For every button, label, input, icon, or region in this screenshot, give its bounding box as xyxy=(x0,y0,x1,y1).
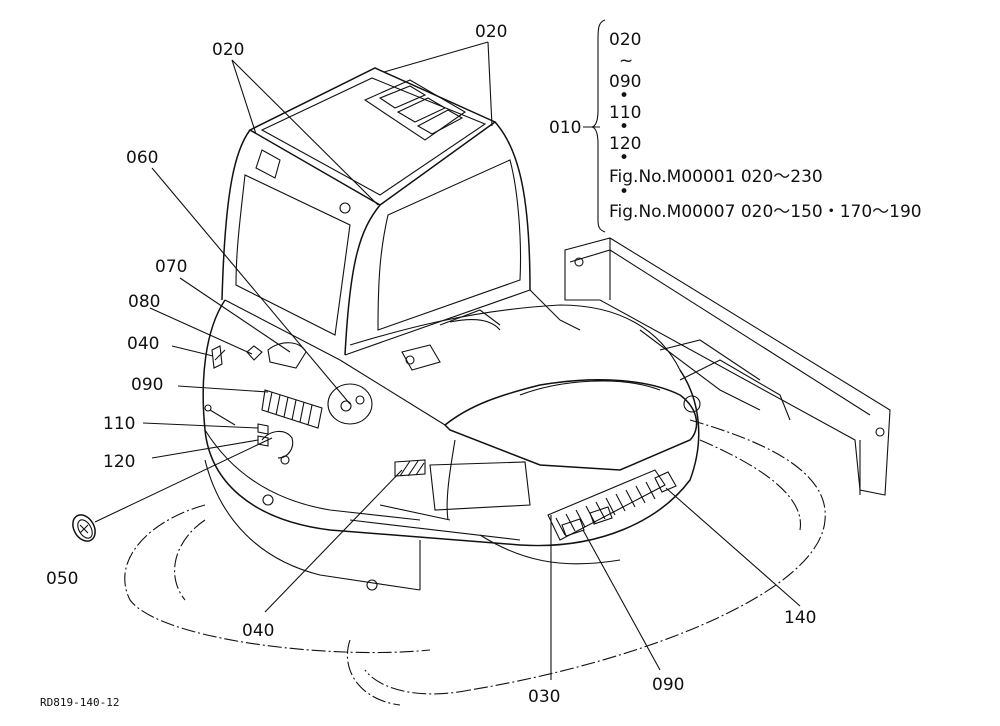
decal-120 xyxy=(257,435,269,447)
crawler-track-left xyxy=(124,504,431,706)
decal-040-left xyxy=(211,345,223,369)
decal-140 xyxy=(654,471,677,493)
callout-090-left: 090 xyxy=(131,375,163,395)
decal-070 xyxy=(267,342,307,369)
callout-020-left: 020 xyxy=(212,40,244,60)
note-dot-3: • xyxy=(619,148,629,168)
dozer-blade xyxy=(564,237,891,496)
drawing-code: RD819-140-12 xyxy=(40,696,119,709)
upper-body xyxy=(202,299,700,591)
note-dot-4: • xyxy=(619,182,629,202)
callout-030: 030 xyxy=(528,687,560,707)
decal-060 xyxy=(327,383,373,425)
note-line-120: 120 xyxy=(609,134,641,154)
note-tilde: ~ xyxy=(619,51,633,71)
crawler-track-right xyxy=(364,419,826,695)
decal-080 xyxy=(246,345,263,361)
note-line-020: 020 xyxy=(609,30,641,50)
set-note: 020 ~ 090 • 110 • 120 • Fig.No.M00001 02… xyxy=(609,30,922,222)
callout-070: 070 xyxy=(155,257,187,277)
callout-040-bottom: 040 xyxy=(242,621,274,641)
note-dot-2: • xyxy=(619,117,629,137)
cab xyxy=(221,67,561,361)
callout-labels: 020 020 060 070 080 040 090 110 120 050 … xyxy=(46,22,816,707)
callout-120: 120 xyxy=(103,452,135,472)
callout-110: 110 xyxy=(103,414,135,434)
decal-030-090-rear xyxy=(547,469,666,541)
note-line-110: 110 xyxy=(609,103,641,123)
note-line-fig1: Fig.No.M00001 020～230 xyxy=(609,167,823,187)
decals xyxy=(72,342,677,542)
part-050-emblem xyxy=(72,514,96,542)
callout-010: 010 xyxy=(549,118,581,138)
callout-080: 080 xyxy=(128,292,160,312)
callout-060: 060 xyxy=(126,148,158,168)
decal-090-left xyxy=(261,389,323,429)
decal-110 xyxy=(257,423,269,435)
note-line-090: 090 xyxy=(609,72,641,92)
callout-040-left: 040 xyxy=(127,334,159,354)
callout-090-bottom: 090 xyxy=(652,675,684,695)
leader-lines xyxy=(94,19,801,680)
callout-050: 050 xyxy=(46,569,78,589)
callout-140: 140 xyxy=(784,608,816,628)
note-line-fig7: Fig.No.M00007 020～150・170～190 xyxy=(609,202,922,222)
decal-040-bottom xyxy=(394,459,426,477)
note-dot-1: • xyxy=(619,86,629,106)
callout-020-top: 020 xyxy=(475,22,507,42)
